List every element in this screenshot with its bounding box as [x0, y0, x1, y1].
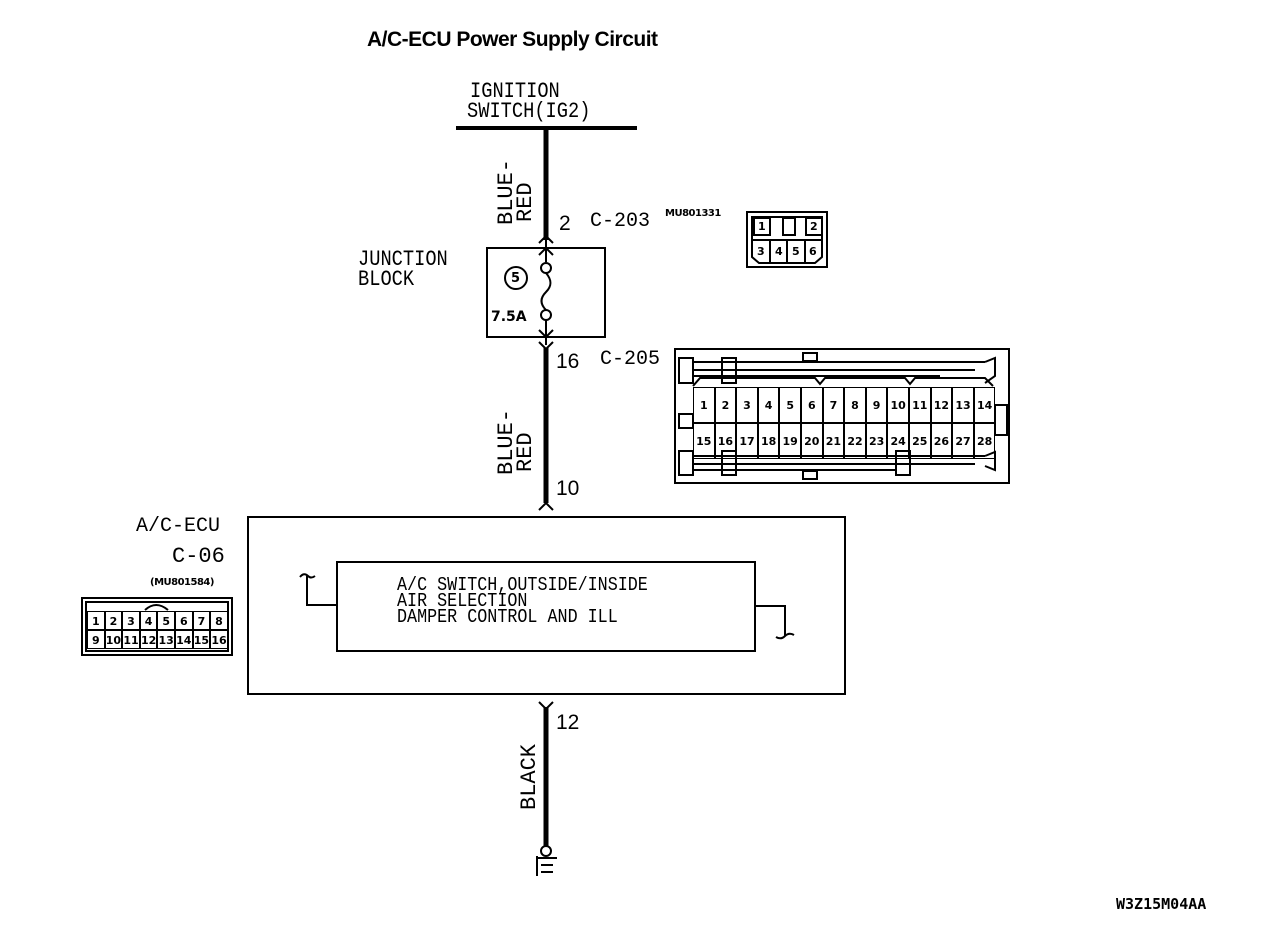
c06-pin-13: 13 — [157, 630, 175, 649]
c205-pin-28: 28 — [973, 423, 996, 459]
ecu-left-stub — [306, 576, 337, 606]
connector-c205-pin: 16 — [556, 350, 580, 373]
connector-c203-part-number: MU801331 — [665, 208, 721, 219]
c205-pin-3: 3 — [736, 387, 758, 423]
ground-terminal — [540, 845, 552, 857]
c205-pin-12: 12 — [930, 387, 953, 423]
c203-pin-3: 3 — [757, 245, 765, 258]
fuse-terminal-top — [540, 262, 552, 274]
c205-pin-26: 26 — [930, 423, 953, 459]
c06-pin-4: 4 — [139, 611, 158, 630]
ecu-ground-pin: 12 — [556, 711, 580, 734]
fuse-rating: 7.5A — [491, 309, 527, 325]
connector-c203-face — [746, 211, 828, 268]
ignition-switch-label-line1: IGNITION — [470, 79, 560, 104]
c205-pin-10: 10 — [887, 387, 909, 423]
c205-pin-21: 21 — [822, 423, 845, 459]
c205-pin-19: 19 — [779, 423, 801, 459]
c06-pin-15: 15 — [192, 630, 211, 649]
c06-pin-5: 5 — [157, 611, 175, 630]
ecu-input-pin: 10 — [556, 477, 580, 500]
c205-pin-25: 25 — [909, 423, 931, 459]
c205-pin-24: 24 — [887, 423, 909, 459]
wire-middle-color-line2: RED — [513, 432, 538, 472]
ecu-connector-name: C-06 — [172, 544, 225, 569]
c06-pin-3: 3 — [122, 611, 140, 630]
c203-pin-6: 6 — [809, 245, 817, 258]
c205-pin-14: 14 — [973, 387, 996, 423]
ecu-input-arrow — [538, 501, 554, 511]
c205-pin-18: 18 — [757, 423, 780, 459]
c06-pin-10: 10 — [104, 630, 123, 649]
c205-pin-5: 5 — [779, 387, 801, 423]
c205-pin-23: 23 — [865, 423, 888, 459]
c06-pin-16: 16 — [210, 630, 228, 649]
ecu-function-line3: DAMPER CONTROL AND ILL — [397, 606, 618, 628]
wire-upper-color-line2: RED — [513, 182, 538, 222]
connector-c06-face — [81, 597, 233, 656]
c205-pin-4: 4 — [757, 387, 780, 423]
junction-block-label-line2: BLOCK — [358, 267, 415, 292]
c06-pin-1: 1 — [87, 611, 105, 630]
c06-pin-12: 12 — [139, 630, 158, 649]
c203-pin-4: 4 — [775, 245, 783, 258]
c205-pin-27: 27 — [952, 423, 974, 459]
fuse-terminal-bottom — [540, 309, 552, 321]
ecu-part-number: (MU801584) — [150, 577, 214, 588]
connector-c203-pin: 2 — [559, 212, 571, 235]
c205-pin-11: 11 — [909, 387, 931, 423]
fuse-number-circle — [504, 266, 528, 290]
connector-c205-face — [674, 348, 1010, 484]
connector-c205-name: C-205 — [600, 348, 661, 371]
c203-pin-2: 2 — [810, 220, 818, 233]
fuse-number: 5 — [511, 271, 521, 286]
ecu-function-text: A/C SWITCH,OUTSIDE/INSIDE AIR SELECTION … — [397, 574, 648, 628]
c205-pin-17: 17 — [736, 423, 758, 459]
ecu-right-stub — [755, 605, 786, 636]
junction-bottom-arrow — [538, 329, 554, 339]
drawing-code: W3Z15M04AA — [1116, 895, 1207, 913]
c06-pin-6: 6 — [175, 611, 193, 630]
ignition-switch-label-line2: SWITCH(IG2) — [467, 99, 591, 124]
c06-pin-2: 2 — [104, 611, 123, 630]
diagram-title: A/C-ECU Power Supply Circuit — [367, 28, 658, 51]
ecu-box — [247, 516, 846, 695]
c205-pin-22: 22 — [844, 423, 866, 459]
c205-pin-9: 9 — [865, 387, 888, 423]
wire-ground-color: BLACK — [517, 743, 542, 810]
fuse-icon — [540, 272, 552, 311]
c205-pin-8: 8 — [844, 387, 866, 423]
ecu-left-stub-end-icon — [299, 573, 316, 579]
ecu-name: A/C-ECU — [136, 515, 221, 538]
ecu-function-line1: A/C SWITCH,OUTSIDE/INSIDE — [397, 574, 648, 596]
ecu-right-stub-end-icon — [775, 632, 795, 640]
connector-c203-name: C-203 — [590, 210, 651, 233]
c205-pin-20: 20 — [801, 423, 823, 459]
c205-pin-6: 6 — [801, 387, 823, 423]
c205-pin-15: 15 — [693, 423, 715, 459]
c205-pin-2: 2 — [714, 387, 737, 423]
c205-pin-1: 1 — [693, 387, 715, 423]
c06-pin-11: 11 — [122, 630, 140, 649]
c205-pin-13: 13 — [952, 387, 974, 423]
c203-pin-1: 1 — [758, 220, 766, 233]
ground-icon — [536, 856, 557, 876]
c06-pin-7: 7 — [192, 611, 211, 630]
junction-block-label-line1: JUNCTION — [358, 247, 448, 272]
ecu-function-line2: AIR SELECTION — [397, 590, 528, 612]
c06-pin-14: 14 — [175, 630, 193, 649]
c205-pin-7: 7 — [822, 387, 845, 423]
c06-pin-8: 8 — [210, 611, 228, 630]
c205-pin-16: 16 — [714, 423, 737, 459]
c06-pin-9: 9 — [87, 630, 105, 649]
c203-pin-5: 5 — [792, 245, 800, 258]
